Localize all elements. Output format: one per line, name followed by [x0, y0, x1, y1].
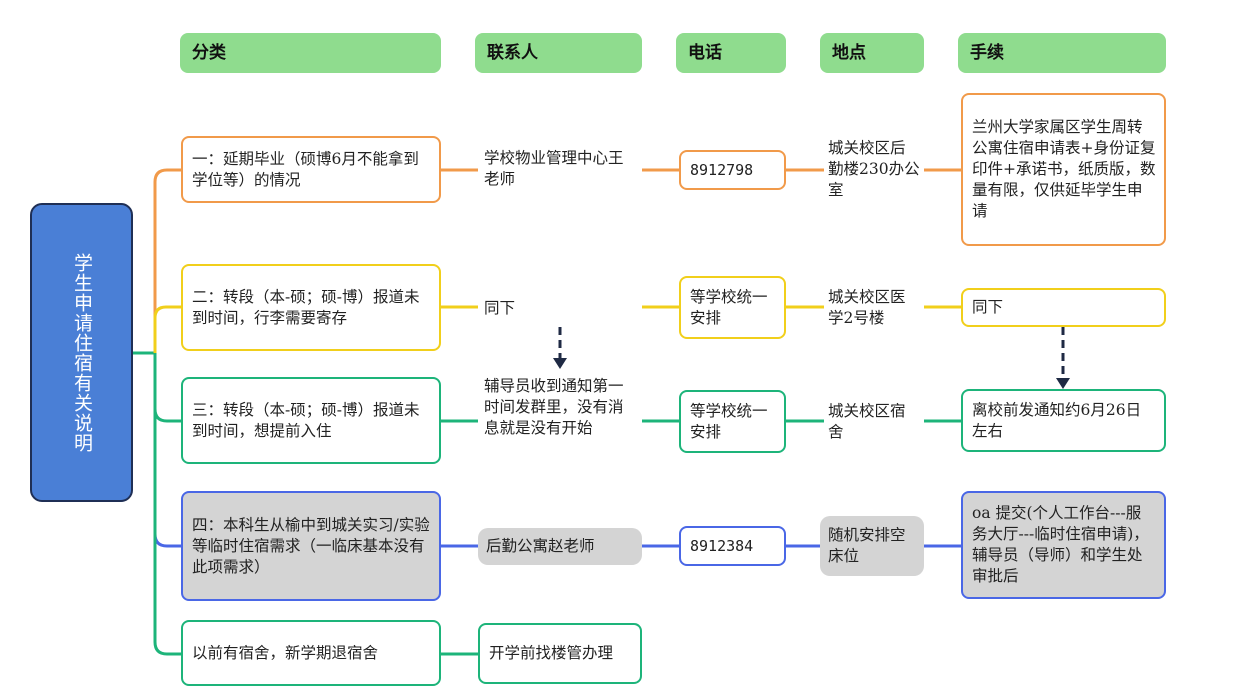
phone-node-1: 8912798 [679, 150, 786, 190]
category-label: 三：转段（本-硕；硕-博）报道未到时间，想提前入住 [192, 400, 420, 440]
category-node-1: 一：延期毕业（硕博6月不能拿到学位等）的情况 [181, 136, 441, 203]
location-label: 随机安排空床位 [828, 526, 906, 565]
procedure-label: 离校前发通知约6月26日左右 [972, 400, 1142, 440]
contact-node-1: 学校物业管理中心王老师 [480, 146, 642, 192]
contact-label: 后勤公寓赵老师 [486, 537, 595, 555]
procedure-node-3: 离校前发通知约6月26日左右 [961, 389, 1166, 452]
header-category: 分类 [180, 33, 441, 73]
phone-node-3: 等学校统一安排 [679, 390, 786, 453]
phone-node-4: 8912384 [679, 526, 786, 566]
category-label: 四：本科生从榆中到城关实习/实验等临时住宿需求（一临床基本没有此项需求） [192, 515, 430, 576]
contact-node-4: 后勤公寓赵老师 [478, 528, 642, 565]
phone-label: 等学校统一安排 [690, 287, 768, 327]
root-label: 学生申请住宿有关说明 [71, 252, 93, 453]
phone-label: 8912798 [690, 160, 754, 179]
header-location: 地点 [820, 33, 924, 73]
category-label: 一：延期毕业（硕博6月不能拿到学位等）的情况 [192, 149, 419, 189]
procedure-node-2: 同下 [961, 288, 1166, 327]
contact-label: 开学前找楼管办理 [489, 644, 614, 662]
category-node-3: 三：转段（本-硕；硕-博）报道未到时间，想提前入住 [181, 377, 441, 464]
location-node-1: 城关校区后勤楼230办公室 [824, 136, 924, 203]
category-node-5: 以前有宿舍，新学期退宿舍 [181, 620, 441, 686]
contact-node-2: 同下 [480, 296, 540, 321]
root-node: 学生申请住宿有关说明 [30, 203, 133, 502]
location-node-3: 城关校区宿舍 [824, 399, 924, 445]
category-node-2: 二：转段（本-硕；硕-博）报道未到时间，行李需要寄存 [181, 264, 441, 351]
category-label: 以前有宿舍，新学期退宿舍 [192, 643, 379, 662]
location-node-2: 城关校区医学2号楼 [824, 285, 924, 331]
header-procedure: 手续 [958, 33, 1166, 73]
procedure-label: 同下 [972, 298, 1004, 316]
contact-node-3: 辅导员收到通知第一时间发群里，没有消息就是没有开始 [480, 374, 642, 441]
phone-node-2: 等学校统一安排 [679, 276, 786, 339]
procedure-node-1: 兰州大学家属区学生周转公寓住宿申请表+身份证复印件+承诺书，纸质版，数量有限，仅… [961, 93, 1166, 246]
phone-label: 等学校统一安排 [690, 401, 768, 441]
procedure-node-4: oa 提交(个人工作台---服务大厅---临时住宿申请)，辅导员（导师）和学生处… [961, 491, 1166, 599]
location-node-4: 随机安排空床位 [820, 516, 924, 576]
header-phone: 电话 [676, 33, 786, 73]
category-node-4: 四：本科生从榆中到城关实习/实验等临时住宿需求（一临床基本没有此项需求） [181, 491, 441, 601]
phone-label: 8912384 [690, 536, 754, 555]
category-label: 二：转段（本-硕；硕-博）报道未到时间，行李需要寄存 [192, 287, 420, 327]
contact-node-5: 开学前找楼管办理 [478, 623, 642, 684]
header-contact: 联系人 [475, 33, 642, 73]
procedure-label: oa 提交(个人工作台---服务大厅---临时住宿申请)，辅导员（导师）和学生处… [972, 504, 1149, 585]
procedure-label: 兰州大学家属区学生周转公寓住宿申请表+身份证复印件+承诺书，纸质版，数量有限，仅… [972, 118, 1156, 220]
